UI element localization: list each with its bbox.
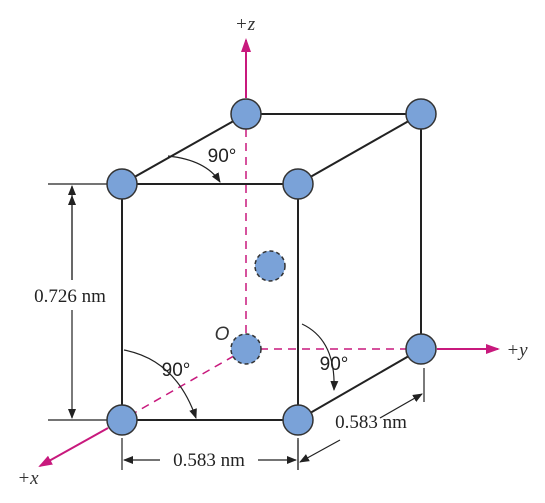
y-axis-label: +y <box>506 340 528 361</box>
angle-label-right: 90° <box>320 354 349 375</box>
atom-bottom-front-right <box>282 404 314 436</box>
atom-bottom-back-right <box>405 333 437 365</box>
atoms <box>106 98 437 436</box>
cell-edges <box>121 113 422 421</box>
atom-top-back-right <box>405 98 437 130</box>
depth-y-dimension <box>297 368 425 470</box>
atom-body-center <box>254 250 286 282</box>
x-axis-label: +x <box>17 468 39 489</box>
angle-label-left: 90° <box>162 360 191 381</box>
depth-y-dimension-label: 0.583 nm <box>335 412 407 433</box>
angle-arc-left <box>123 349 197 419</box>
atom-bottom-front-left <box>106 404 138 436</box>
angle-arc-right <box>301 323 339 391</box>
atom-origin-hidden <box>230 333 262 365</box>
angle-arc-top <box>167 155 221 183</box>
x-axis-hidden <box>121 348 247 421</box>
height-dimension <box>48 183 108 421</box>
x-axis-arrow <box>38 427 109 467</box>
angle-label-top: 90° <box>208 146 237 167</box>
atom-top-front-left <box>106 168 138 200</box>
origin-label: O <box>215 324 230 345</box>
atom-top-back-left <box>230 98 262 130</box>
height-dimension-label: 0.726 nm <box>34 286 106 307</box>
atom-top-front-right <box>282 168 314 200</box>
width-x-dimension-label: 0.583 nm <box>173 450 245 471</box>
z-axis-label: +z <box>235 14 256 35</box>
